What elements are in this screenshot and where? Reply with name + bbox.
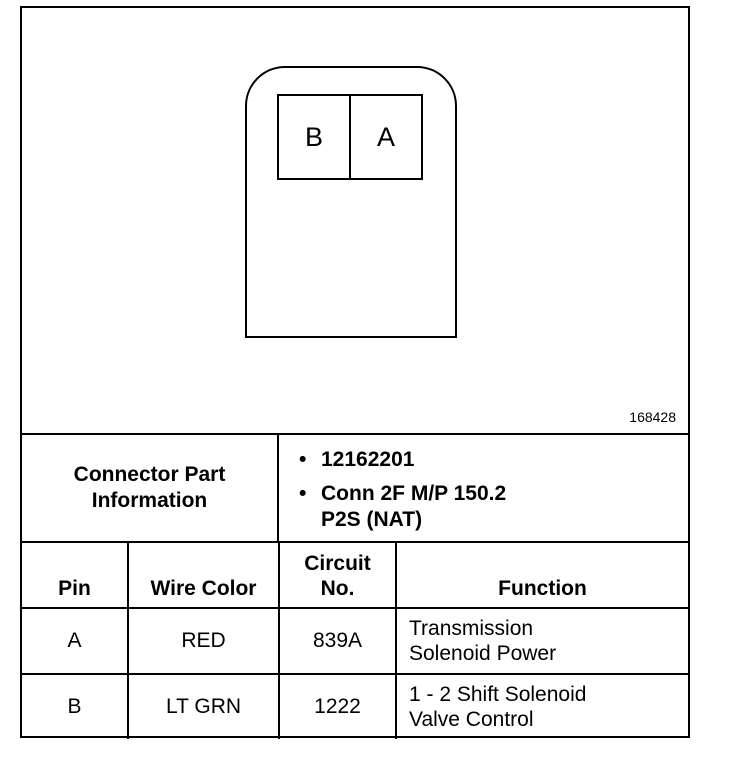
connector-description: Conn 2F M/P 150.2 P2S (NAT) [299,481,688,533]
cell-function: 1 - 2 Shift Solenoid Valve Control [395,673,688,739]
table-header-row: Pin Wire Color Circuit No. Function [22,543,688,609]
header-wire-color: Wire Color [127,543,280,609]
part-info-list: 12162201 Conn 2F M/P 150.2 P2S (NAT) [279,435,688,541]
table-row: B LT GRN 1222 1 - 2 Shift Solenoid Valve… [22,673,688,739]
header-pin: Pin [22,543,129,609]
pin-cavity-a: A [349,96,421,178]
cell-circuit: 839A [278,607,397,675]
connector-body: B A [245,66,457,338]
pin-cavity-b: B [304,121,323,152]
figure-id: 168428 [629,409,676,425]
cell-pin: B [22,673,129,739]
cell-wire-color: RED [127,607,280,675]
part-info-row: Connector Part Information 12162201 Conn… [22,435,688,543]
cell-pin: A [22,607,129,675]
header-function: Function [395,543,688,609]
table-row: A RED 839A Transmission Solenoid Power [22,607,688,675]
cell-function: Transmission Solenoid Power [395,607,688,675]
cell-wire-color: LT GRN [127,673,280,739]
header-circuit-no: Circuit No. [278,543,397,609]
connector-chart: B A 168428 Connector Part Information 12… [20,6,690,739]
part-number: 12162201 [299,447,688,473]
connector-diagram: B A 168428 [22,8,688,435]
cell-circuit: 1222 [278,673,397,739]
part-info-label: Connector Part Information [22,435,279,541]
pin-cavity-block: B A [277,94,423,180]
pin-table: Pin Wire Color Circuit No. Function A RE… [22,543,688,739]
